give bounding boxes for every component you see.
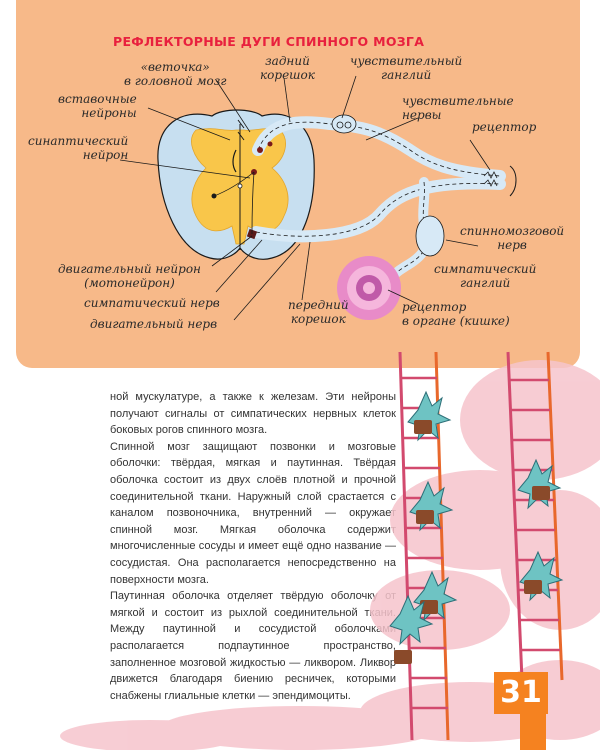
label-ventral-root: передний корешок — [288, 298, 349, 326]
page-tab-stem — [520, 714, 546, 750]
leader-lines — [119, 75, 491, 321]
label-motor-nerve: двигательный нерв — [90, 317, 218, 331]
label-dorsal-root: задний корешок — [260, 54, 315, 82]
label-interneurons: вставочные нейроны — [58, 92, 137, 120]
paragraph: Паутинная оболочка отделяет твёрдую обол… — [110, 590, 396, 702]
label-sympathetic-nerve: симпатический нерв — [84, 296, 220, 310]
organ-intestine — [337, 256, 401, 320]
reflex-arc-diagram — [119, 75, 517, 321]
diagram-title: РЕФЛЕКТОРНЫЕ ДУГИ СПИННОГО МОЗГА — [113, 34, 425, 49]
label-sensory-ganglion: чувствительный ганглий — [350, 54, 463, 82]
label-motor-neuron: двигательный нейрон (мотонейрон) — [58, 262, 201, 290]
label-spinal-nerve: спинномозговой нерв — [460, 224, 565, 252]
label-synaptic-neuron: синаптический нейрон — [28, 134, 129, 162]
label-receptor: рецептор — [472, 120, 537, 134]
label-sympathetic-ganglion: симпатический ганглий — [434, 262, 537, 290]
paragraph: ной мускулатуре, а также к железам. Эти … — [110, 391, 396, 437]
neuron-figures — [389, 390, 564, 664]
label-organ-receptor: рецептор в органе (кишке) — [402, 300, 510, 328]
page-number: 31 — [500, 675, 542, 710]
label-sensory-nerves: чувствительные нервы — [402, 94, 514, 122]
page-number-tab — [494, 672, 548, 714]
label-branch-brain: «веточка» в головной мозг — [124, 60, 227, 88]
body-text: ной мускулатуре, а также к железам. Эти … — [110, 389, 396, 704]
paragraph: Спинной мозг защищают позвонки и мозговы… — [110, 440, 396, 586]
ladder-left — [398, 351, 450, 741]
neurons — [211, 119, 273, 240]
